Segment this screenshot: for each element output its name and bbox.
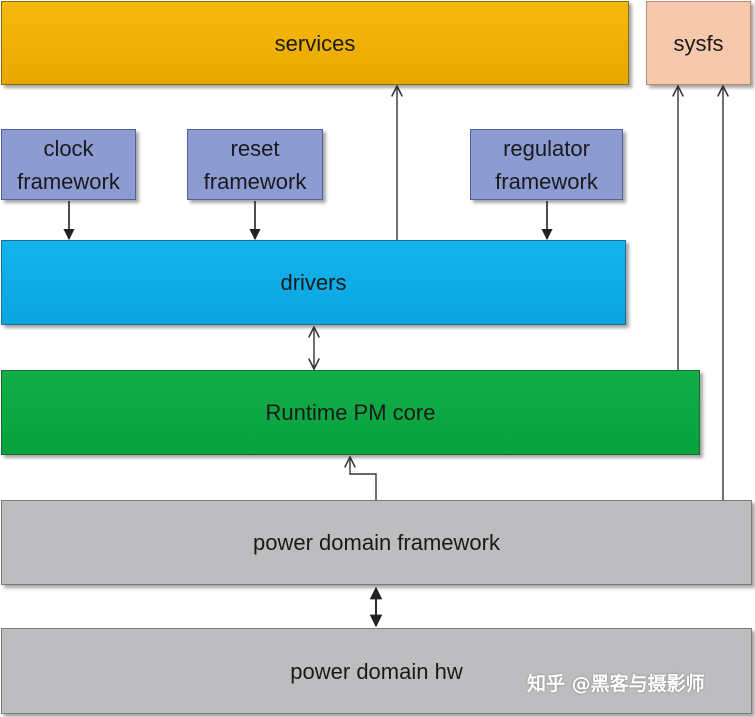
- power-domain-hw-label: power domain hw: [290, 658, 463, 684]
- runtime-pm-core-box: Runtime PM core: [1, 370, 700, 455]
- runtime-pm-core-label: Runtime PM core: [265, 400, 436, 425]
- sysfs-label: sysfs: [673, 30, 724, 56]
- clock-framework-box: clock framework: [1, 129, 136, 200]
- watermark-text: 知乎 @黑客与摄影师: [527, 673, 705, 695]
- services-box: services: [1, 1, 629, 85]
- sysfs-box: sysfs: [646, 1, 751, 85]
- power-domain-framework-box: power domain framework: [1, 500, 752, 585]
- drivers-label: drivers: [280, 270, 347, 295]
- reset-framework-box: reset framework: [187, 129, 323, 200]
- drivers-box: drivers: [1, 240, 626, 325]
- services-label: services: [274, 30, 356, 56]
- power-domain-framework-label: power domain framework: [253, 530, 500, 555]
- clock-framework-label: clock framework: [17, 135, 120, 194]
- regulator-framework-label: regulator framework: [495, 135, 598, 194]
- reset-framework-label: reset framework: [203, 135, 307, 194]
- arrow-pdf-to-runtime: [350, 458, 377, 500]
- regulator-framework-box: regulator framework: [470, 129, 623, 200]
- power-domain-hw-box: power domain hw: [1, 628, 752, 714]
